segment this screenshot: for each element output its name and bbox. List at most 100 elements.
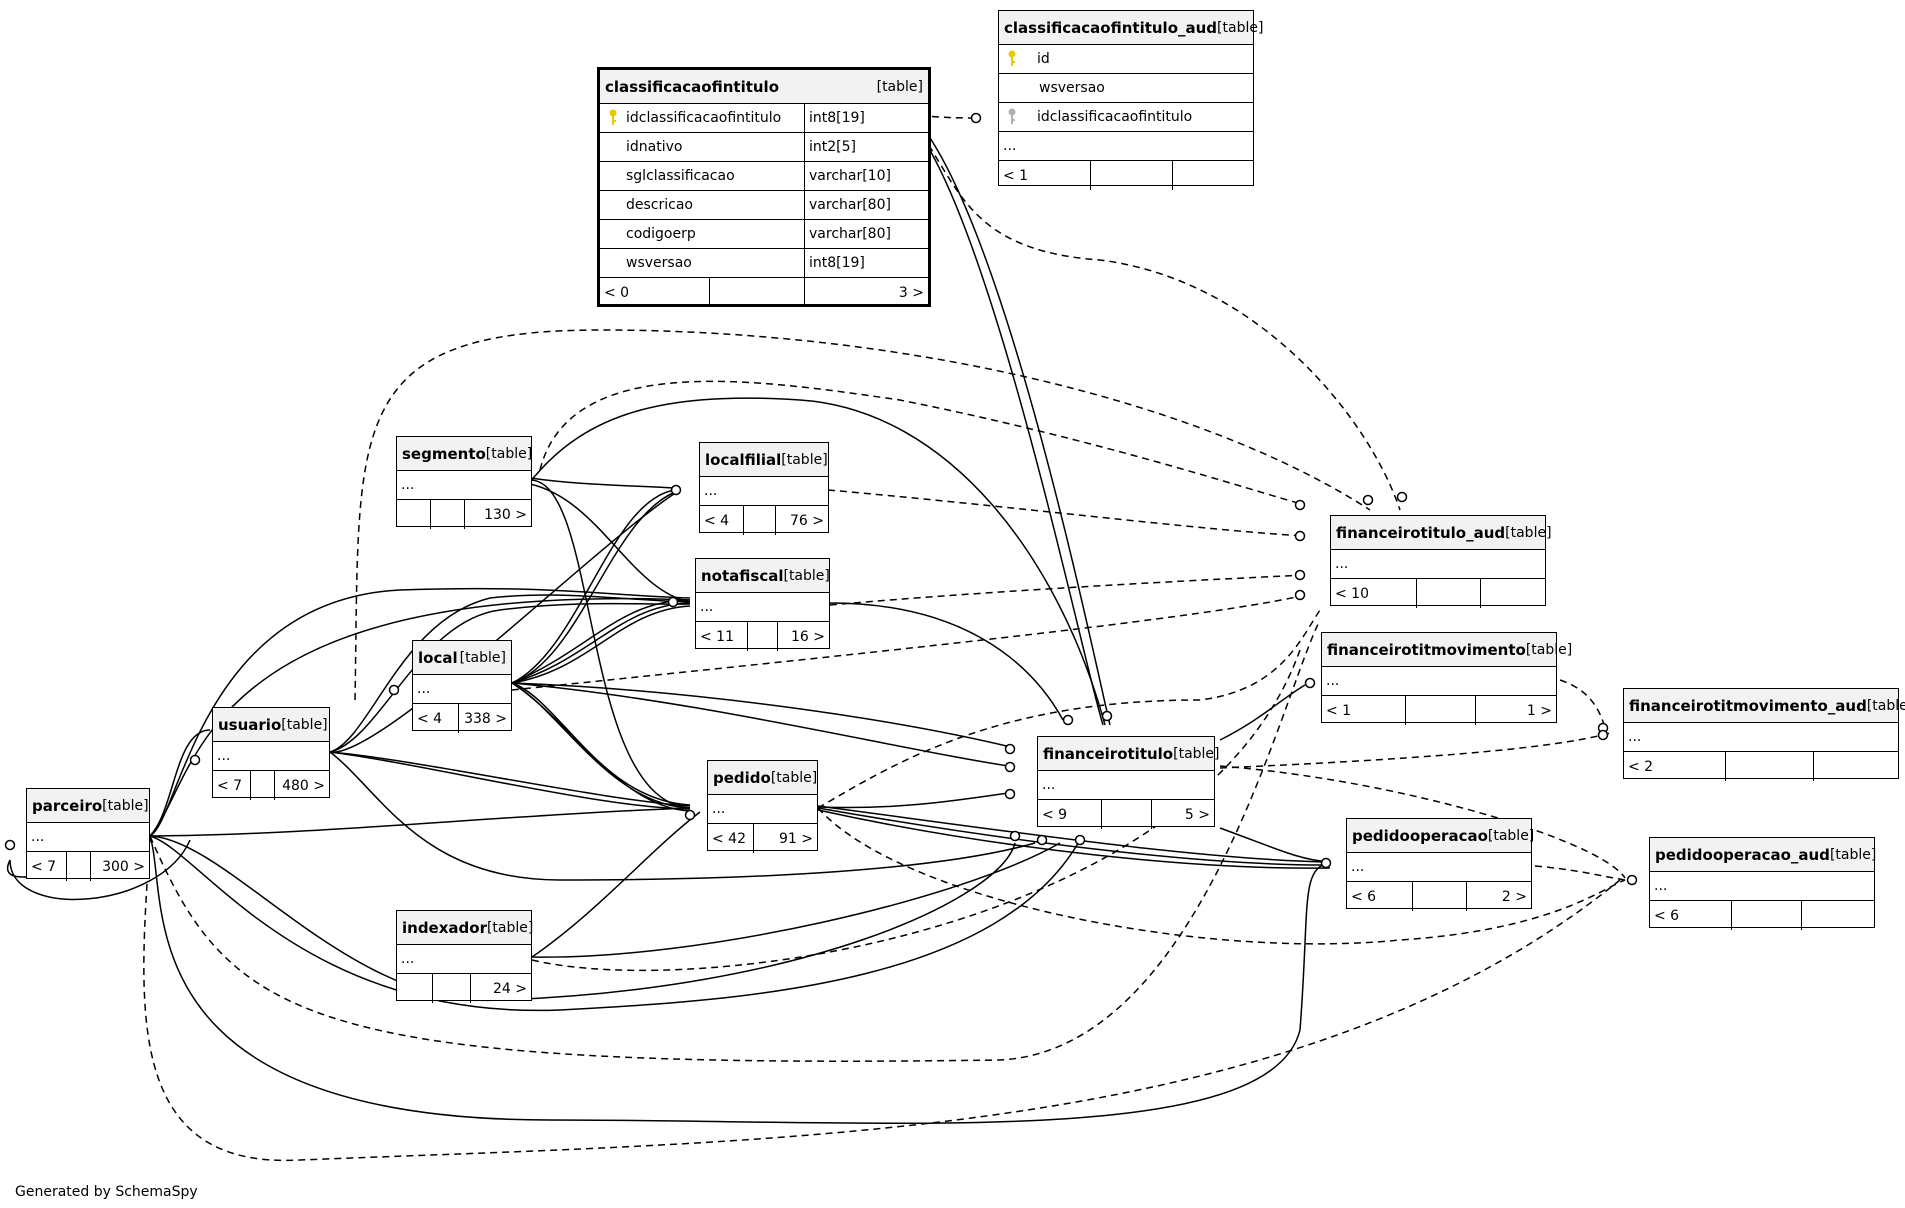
table-header: parceiro [table] [27, 789, 149, 823]
children-count[interactable]: 76 > [790, 512, 824, 529]
stats-row: < 6 [1650, 901, 1874, 930]
children-count[interactable]: 91 > [779, 830, 813, 847]
relationship-line [149, 835, 1331, 1125]
stats-row: < 2 [1624, 752, 1898, 781]
column-name: ... [1003, 138, 1017, 154]
parents-count[interactable]: < 4 [700, 506, 744, 535]
table-tag: [table] [1525, 641, 1573, 658]
table-header: classificacaofintitulo_aud [table] [999, 11, 1263, 45]
table-segmento[interactable]: segmento [table] ... 130 > [396, 436, 533, 529]
children-count[interactable]: 300 > [102, 858, 145, 875]
zero-marker [388, 684, 400, 696]
table-tag: [table] [281, 716, 328, 733]
ellipsis: ... [700, 599, 714, 615]
parents-count[interactable]: < 6 [1347, 882, 1413, 911]
parents-count[interactable]: < 7 [213, 771, 251, 800]
parents-count[interactable]: < 0 [600, 278, 710, 307]
table-tag: [table] [1487, 827, 1535, 844]
relationship-line [1219, 827, 1331, 863]
children-count[interactable]: 130 > [484, 506, 527, 523]
relationship-line [149, 807, 691, 837]
children-count[interactable]: 5 > [1184, 806, 1210, 823]
zero-marker [189, 754, 201, 766]
table-body: ... [397, 945, 531, 974]
table-financeirotitulo[interactable]: financeirotitulo [table] ... < 9 5 > [1037, 736, 1220, 829]
ellipsis: ... [417, 681, 431, 697]
children-count[interactable]: 480 > [282, 777, 325, 794]
ellipsis: ... [1326, 673, 1340, 689]
table-name: classificacaofintitulo [605, 77, 780, 96]
table-localfilial[interactable]: localfilial [table] ... < 4 76 > [699, 442, 829, 535]
relationship-line [529, 479, 691, 809]
table-financeirotitmovimento-aud[interactable]: financeirotitmovimento_aud [table] ... <… [1623, 688, 1905, 781]
zero-marker [1320, 857, 1332, 869]
relationship-line [511, 599, 691, 684]
parents-count[interactable]: < 7 [27, 852, 67, 881]
zero-marker [1009, 830, 1021, 842]
relationship-line [531, 811, 701, 958]
table-header: classificacaofintitulo [table] [600, 70, 928, 104]
table-tag: [table] [876, 78, 923, 95]
table-body: ... [397, 471, 531, 500]
column-name: descricao [600, 191, 805, 219]
table-notafiscal[interactable]: notafiscal [table] ... < 11 16 > [695, 558, 830, 651]
table-name: indexador [402, 918, 487, 937]
relationship-line [529, 477, 676, 489]
column-row: wsversao [999, 74, 1253, 103]
parents-count[interactable]: < 1 [999, 161, 1091, 190]
parents-count[interactable]: < 42 [708, 824, 754, 853]
zero-marker [1626, 874, 1638, 886]
relationship-line [511, 491, 676, 684]
table-body: ... [700, 477, 828, 506]
children-count[interactable]: 1 > [1526, 702, 1552, 719]
table-local[interactable]: local [table] ... < 4 338 > [412, 640, 512, 733]
table-financeirotitmovimento[interactable]: financeirotitmovimento [table] ... < 1 1… [1321, 632, 1572, 725]
table-tag: [table] [485, 445, 533, 462]
parents-count[interactable]: < 2 [1624, 752, 1726, 781]
table-body: ... [1650, 872, 1874, 901]
table-tag: [table] [1829, 846, 1877, 863]
zero-marker [4, 839, 16, 851]
table-name: financeirotitmovimento [1327, 640, 1526, 659]
parents-count[interactable]: < 10 [1331, 579, 1417, 608]
table-financeirotitulo-aud[interactable]: financeirotitulo_aud [table] ... < 10 [1330, 515, 1552, 608]
table-usuario[interactable]: usuario [table] ... < 7 480 > [212, 707, 330, 800]
parents-count[interactable]: < 6 [1650, 901, 1732, 930]
stats-row: < 1 1 > [1322, 696, 1556, 725]
rows-count [744, 506, 776, 535]
stats-row: < 4 338 > [413, 704, 511, 733]
table-header: local [table] [413, 641, 511, 675]
table-pedido[interactable]: pedido [table] ... < 42 91 > [707, 760, 818, 853]
children-count[interactable]: 3 > [898, 284, 924, 301]
parents-count[interactable]: < 11 [696, 622, 748, 651]
children-count[interactable]: 2 > [1501, 888, 1527, 905]
parents-count[interactable]: < 1 [1322, 696, 1406, 725]
table-parceiro[interactable]: parceiro [table] ... < 7 300 > [26, 788, 150, 881]
table-pedidooperacao-aud[interactable]: pedidooperacao_aud [table] ... < 6 [1649, 837, 1877, 930]
table-name: financeirotitmovimento_aud [1629, 696, 1867, 715]
table-body: ... [1322, 667, 1556, 696]
zero-marker [970, 112, 982, 124]
children-count [1173, 161, 1253, 190]
table-pedidooperacao[interactable]: pedidooperacao [table] ... < 6 2 > [1346, 818, 1535, 911]
table-header: notafiscal [table] [696, 559, 830, 593]
stats-row: < 6 2 > [1347, 882, 1531, 911]
parents-count[interactable]: < 9 [1038, 800, 1102, 829]
children-count[interactable]: 24 > [493, 980, 527, 997]
table-classificacaofintitulo[interactable]: classificacaofintitulo [table] idclassif… [597, 67, 931, 307]
rows-count [1417, 579, 1481, 608]
relationship-line [511, 682, 691, 812]
children-count[interactable]: 16 > [791, 628, 825, 645]
implied-relationship-line [539, 380, 1306, 506]
table-name: financeirotitulo_aud [1336, 523, 1506, 542]
table-indexador[interactable]: indexador [table] ... 24 > [396, 910, 533, 1003]
ellipsis: ... [401, 477, 415, 493]
rows-count [431, 500, 465, 529]
generated-by-footer: Generated by SchemaSpy [15, 1184, 198, 1200]
relationship-line [511, 682, 691, 809]
table-header: pedidooperacao_aud [table] [1650, 838, 1877, 872]
children-count[interactable]: 338 > [464, 710, 507, 727]
parents-count[interactable]: < 4 [413, 704, 459, 733]
table-classificacaofintitulo-aud[interactable]: classificacaofintitulo_aud [table] id ws… [998, 10, 1263, 190]
table-body: ... [1347, 853, 1531, 882]
